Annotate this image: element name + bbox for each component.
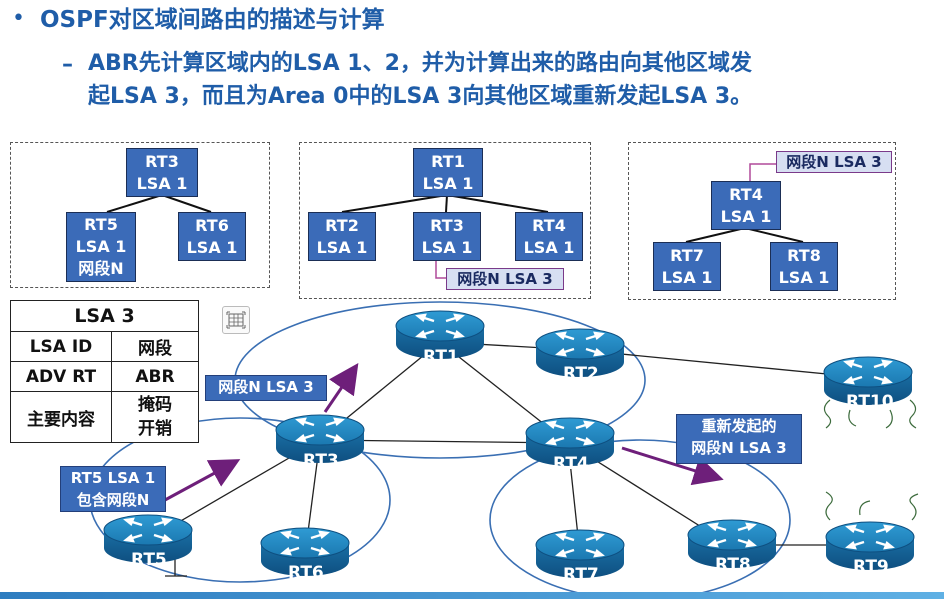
node-label: RT3 — [430, 215, 464, 235]
arrow-rt3-to-area0 — [323, 363, 359, 413]
table-cell: ADV RT — [10, 361, 112, 392]
tree2-child-rt2: RT2 LSA 1 — [308, 212, 376, 261]
router-label-rt3: RT3 — [303, 451, 339, 471]
tree-panel-area1 — [10, 142, 270, 288]
table-cell: 网段 — [111, 331, 199, 362]
tree2-root-rt1: RT1 LSA 1 — [413, 148, 483, 197]
slide-title: OSPF对区域间路由的描述与计算 — [40, 7, 385, 33]
tree3-right-rt8: RT8 LSA 1 — [770, 242, 838, 291]
node-label: RT4 — [729, 184, 763, 204]
node-label: LSA 1 — [136, 173, 188, 193]
node-label: 网段N — [78, 259, 124, 278]
node-label: RT8 — [787, 245, 821, 265]
node-label: LSA 1 — [523, 237, 575, 257]
node-label: RT1 — [431, 151, 465, 171]
table-cell: 主要内容 — [10, 391, 112, 443]
router-label-rt10: RT10 — [846, 392, 894, 412]
node-label: LSA 1 — [422, 173, 474, 193]
bullet-marker: • — [12, 6, 25, 31]
bottom-accent-bar — [0, 592, 944, 599]
tree3-left-rt7: RT7 LSA 1 — [653, 242, 721, 291]
tree3-lsa3-tag: 网段N LSA 3 — [776, 151, 892, 173]
callout-rt4-reissue: 重新发起的 网段N LSA 3 — [676, 414, 802, 464]
node-label: RT5 — [84, 215, 118, 234]
node-label: LSA 1 — [778, 267, 830, 287]
lsa3-table: LSA 3 LSA ID 网段 ADV RT ABR 主要内容 掩码 开销 — [10, 300, 199, 443]
node-label: RT7 — [670, 245, 704, 265]
node-label: LSA 1 — [186, 237, 238, 257]
arrow-rt5-to-rt3 — [164, 459, 241, 502]
cloud-tendrils — [823, 399, 919, 521]
tree1-root-rt3: RT3 LSA 1 — [126, 148, 198, 197]
callout-line: 包含网段N — [76, 491, 150, 509]
table-cell: ABR — [111, 361, 199, 392]
link-rt2-rt10 — [579, 349, 869, 379]
node-label: RT6 — [195, 215, 229, 235]
subtitle-line-2: 起LSA 3，而且为Area 0中的LSA 3向其他区域重新发起LSA 3。 — [88, 84, 753, 109]
table-cell: 掩码 开销 — [111, 391, 199, 443]
tree2-child-rt4: RT4 LSA 1 — [515, 212, 583, 261]
router-label-rt2: RT2 — [563, 364, 599, 384]
node-label: RT3 — [145, 151, 179, 171]
table-row: LSA ID 网段 — [10, 331, 199, 362]
callout-rt3-lsa3: 网段N LSA 3 — [205, 375, 327, 401]
router-label-rt9: RT9 — [853, 557, 889, 577]
rt5-stub-link — [165, 558, 187, 577]
grid-icon — [226, 311, 246, 329]
router-label-rt8: RT8 — [715, 555, 751, 575]
table-row: ADV RT ABR — [10, 361, 199, 392]
tree1-right-rt6: RT6 LSA 1 — [178, 212, 246, 261]
router-label-rt5: RT5 — [131, 550, 167, 570]
router-label-rt7: RT7 — [563, 565, 599, 585]
tree1-left-rt5: RT5 LSA 1 网段N — [66, 212, 136, 282]
node-label: LSA 1 — [75, 237, 127, 256]
tree2-child-rt3: RT3 LSA 1 — [413, 212, 481, 261]
table-row: LSA 3 — [10, 300, 199, 332]
tree-panel-area2 — [628, 142, 896, 300]
node-label: RT4 — [532, 215, 566, 235]
node-label: LSA 1 — [421, 237, 473, 257]
node-label: RT2 — [325, 215, 359, 235]
table-icon[interactable] — [222, 306, 250, 334]
arrow-rt4-to-area2 — [621, 446, 724, 486]
node-label: LSA 1 — [316, 237, 368, 257]
callout-line: 网段N LSA 3 — [691, 439, 787, 457]
callout-rt5-lsa1: RT5 LSA 1 包含网段N — [60, 466, 166, 512]
dash-marker: – — [62, 52, 73, 77]
callout-line: RT5 LSA 1 — [70, 469, 156, 487]
node-label: LSA 1 — [720, 206, 772, 226]
node-label: LSA 1 — [661, 267, 713, 287]
router-label-rt1: RT1 — [423, 347, 459, 367]
tree3-root-rt4: RT4 LSA 1 — [711, 181, 781, 230]
table-header: LSA 3 — [10, 300, 199, 332]
table-row: 主要内容 掩码 开销 — [10, 391, 199, 443]
tree2-lsa3-tag: 网段N LSA 3 — [446, 268, 564, 290]
callout-line: 重新发起的 — [701, 417, 777, 435]
router-label-rt4: RT4 — [553, 454, 589, 474]
subtitle-line-1: ABR先计算区域内的LSA 1、2，并为计算出来的路由向其他区域发 — [88, 51, 752, 76]
table-cell: LSA ID — [10, 331, 112, 362]
router-label-rt6: RT6 — [288, 563, 324, 583]
tree-panel-area0 — [299, 142, 591, 299]
area2-ellipse — [489, 439, 791, 599]
